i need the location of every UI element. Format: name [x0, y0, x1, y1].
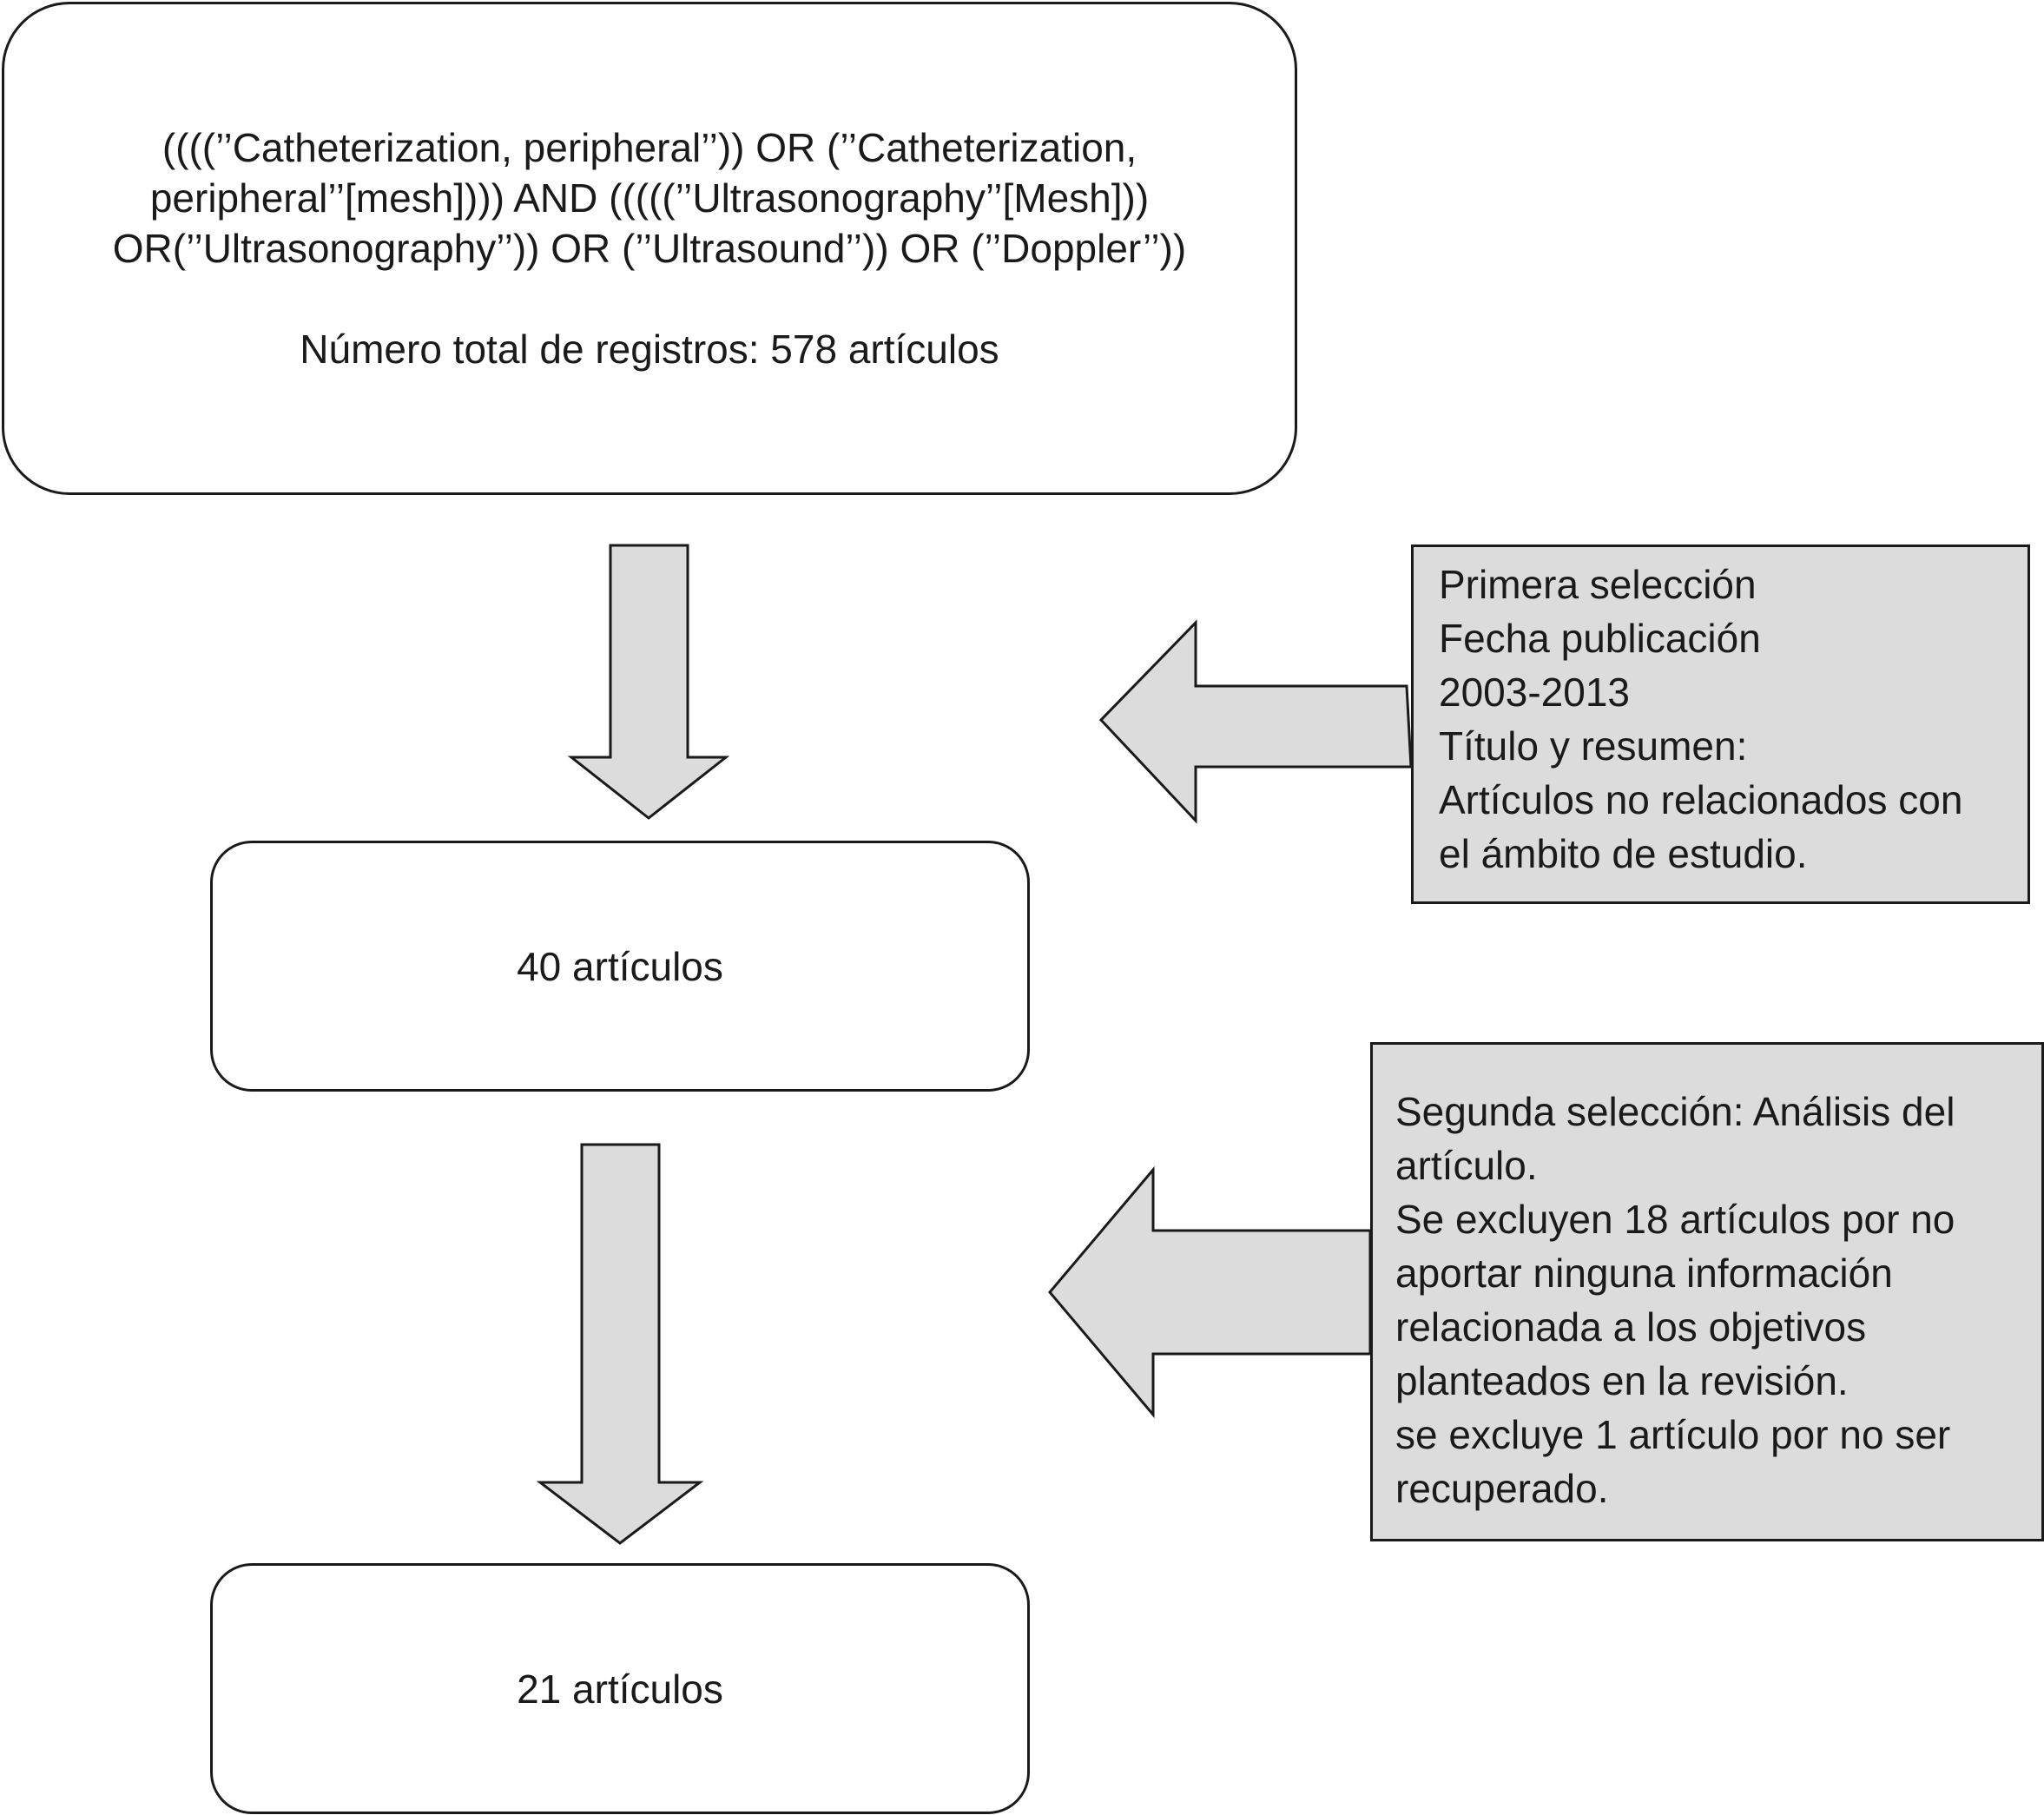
second-selection-text: Segunda selección: Análisis del artículo… [1395, 1085, 2038, 1515]
second-selection-line: relacionada a los objetivos [1395, 1304, 1867, 1350]
second-selection-line: planteados en la revisión. [1395, 1358, 1849, 1403]
search-query-text: ((((’’Catheterization, peripheral’’)) OR… [112, 125, 1187, 271]
second-selection-line: recuperado. [1395, 1466, 1609, 1511]
left-arrow-second-selection [1048, 1165, 1372, 1419]
first-selection-line: Título y resumen: [1439, 723, 1748, 769]
second-selection-line: Segunda selección: Análisis del [1395, 1089, 1955, 1134]
step-40-label: 40 artículos [517, 943, 723, 989]
first-selection-line: Primera selección [1439, 562, 1757, 607]
left-arrow-first-selection [1098, 619, 1413, 824]
first-selection-line: el ámbito de estudio. [1439, 831, 1808, 876]
down-arrow-1 [567, 544, 730, 820]
total-records-text: Número total de registros: 578 artículos [300, 327, 999, 372]
second-selection-line: aportar ninguna información [1395, 1251, 1893, 1296]
first-selection-line: Artículos no relacionados con [1439, 777, 1963, 822]
second-selection-line: artículo. [1395, 1143, 1538, 1188]
down-arrow-2 [536, 1143, 704, 1545]
first-selection-line: 2003-2013 [1439, 670, 1630, 715]
step-21-label: 21 artículos [517, 1666, 723, 1712]
step-40-articles-box: 40 artículos [210, 841, 1030, 1092]
first-selection-box [1411, 544, 2030, 904]
first-selection-text: Primera selección Fecha publicación 2003… [1439, 558, 2029, 881]
second-selection-line: Se excluyen 18 artículos por no [1395, 1197, 1955, 1242]
first-selection-line: Fecha publicación [1439, 616, 1761, 661]
search-query-box: ((((’’Catheterization, peripheral’’)) OR… [2, 2, 1297, 495]
second-selection-line: se excluye 1 artículo por no ser [1395, 1412, 1951, 1457]
second-selection-box [1370, 1042, 2044, 1541]
step-21-articles-box: 21 artículos [210, 1563, 1030, 1814]
